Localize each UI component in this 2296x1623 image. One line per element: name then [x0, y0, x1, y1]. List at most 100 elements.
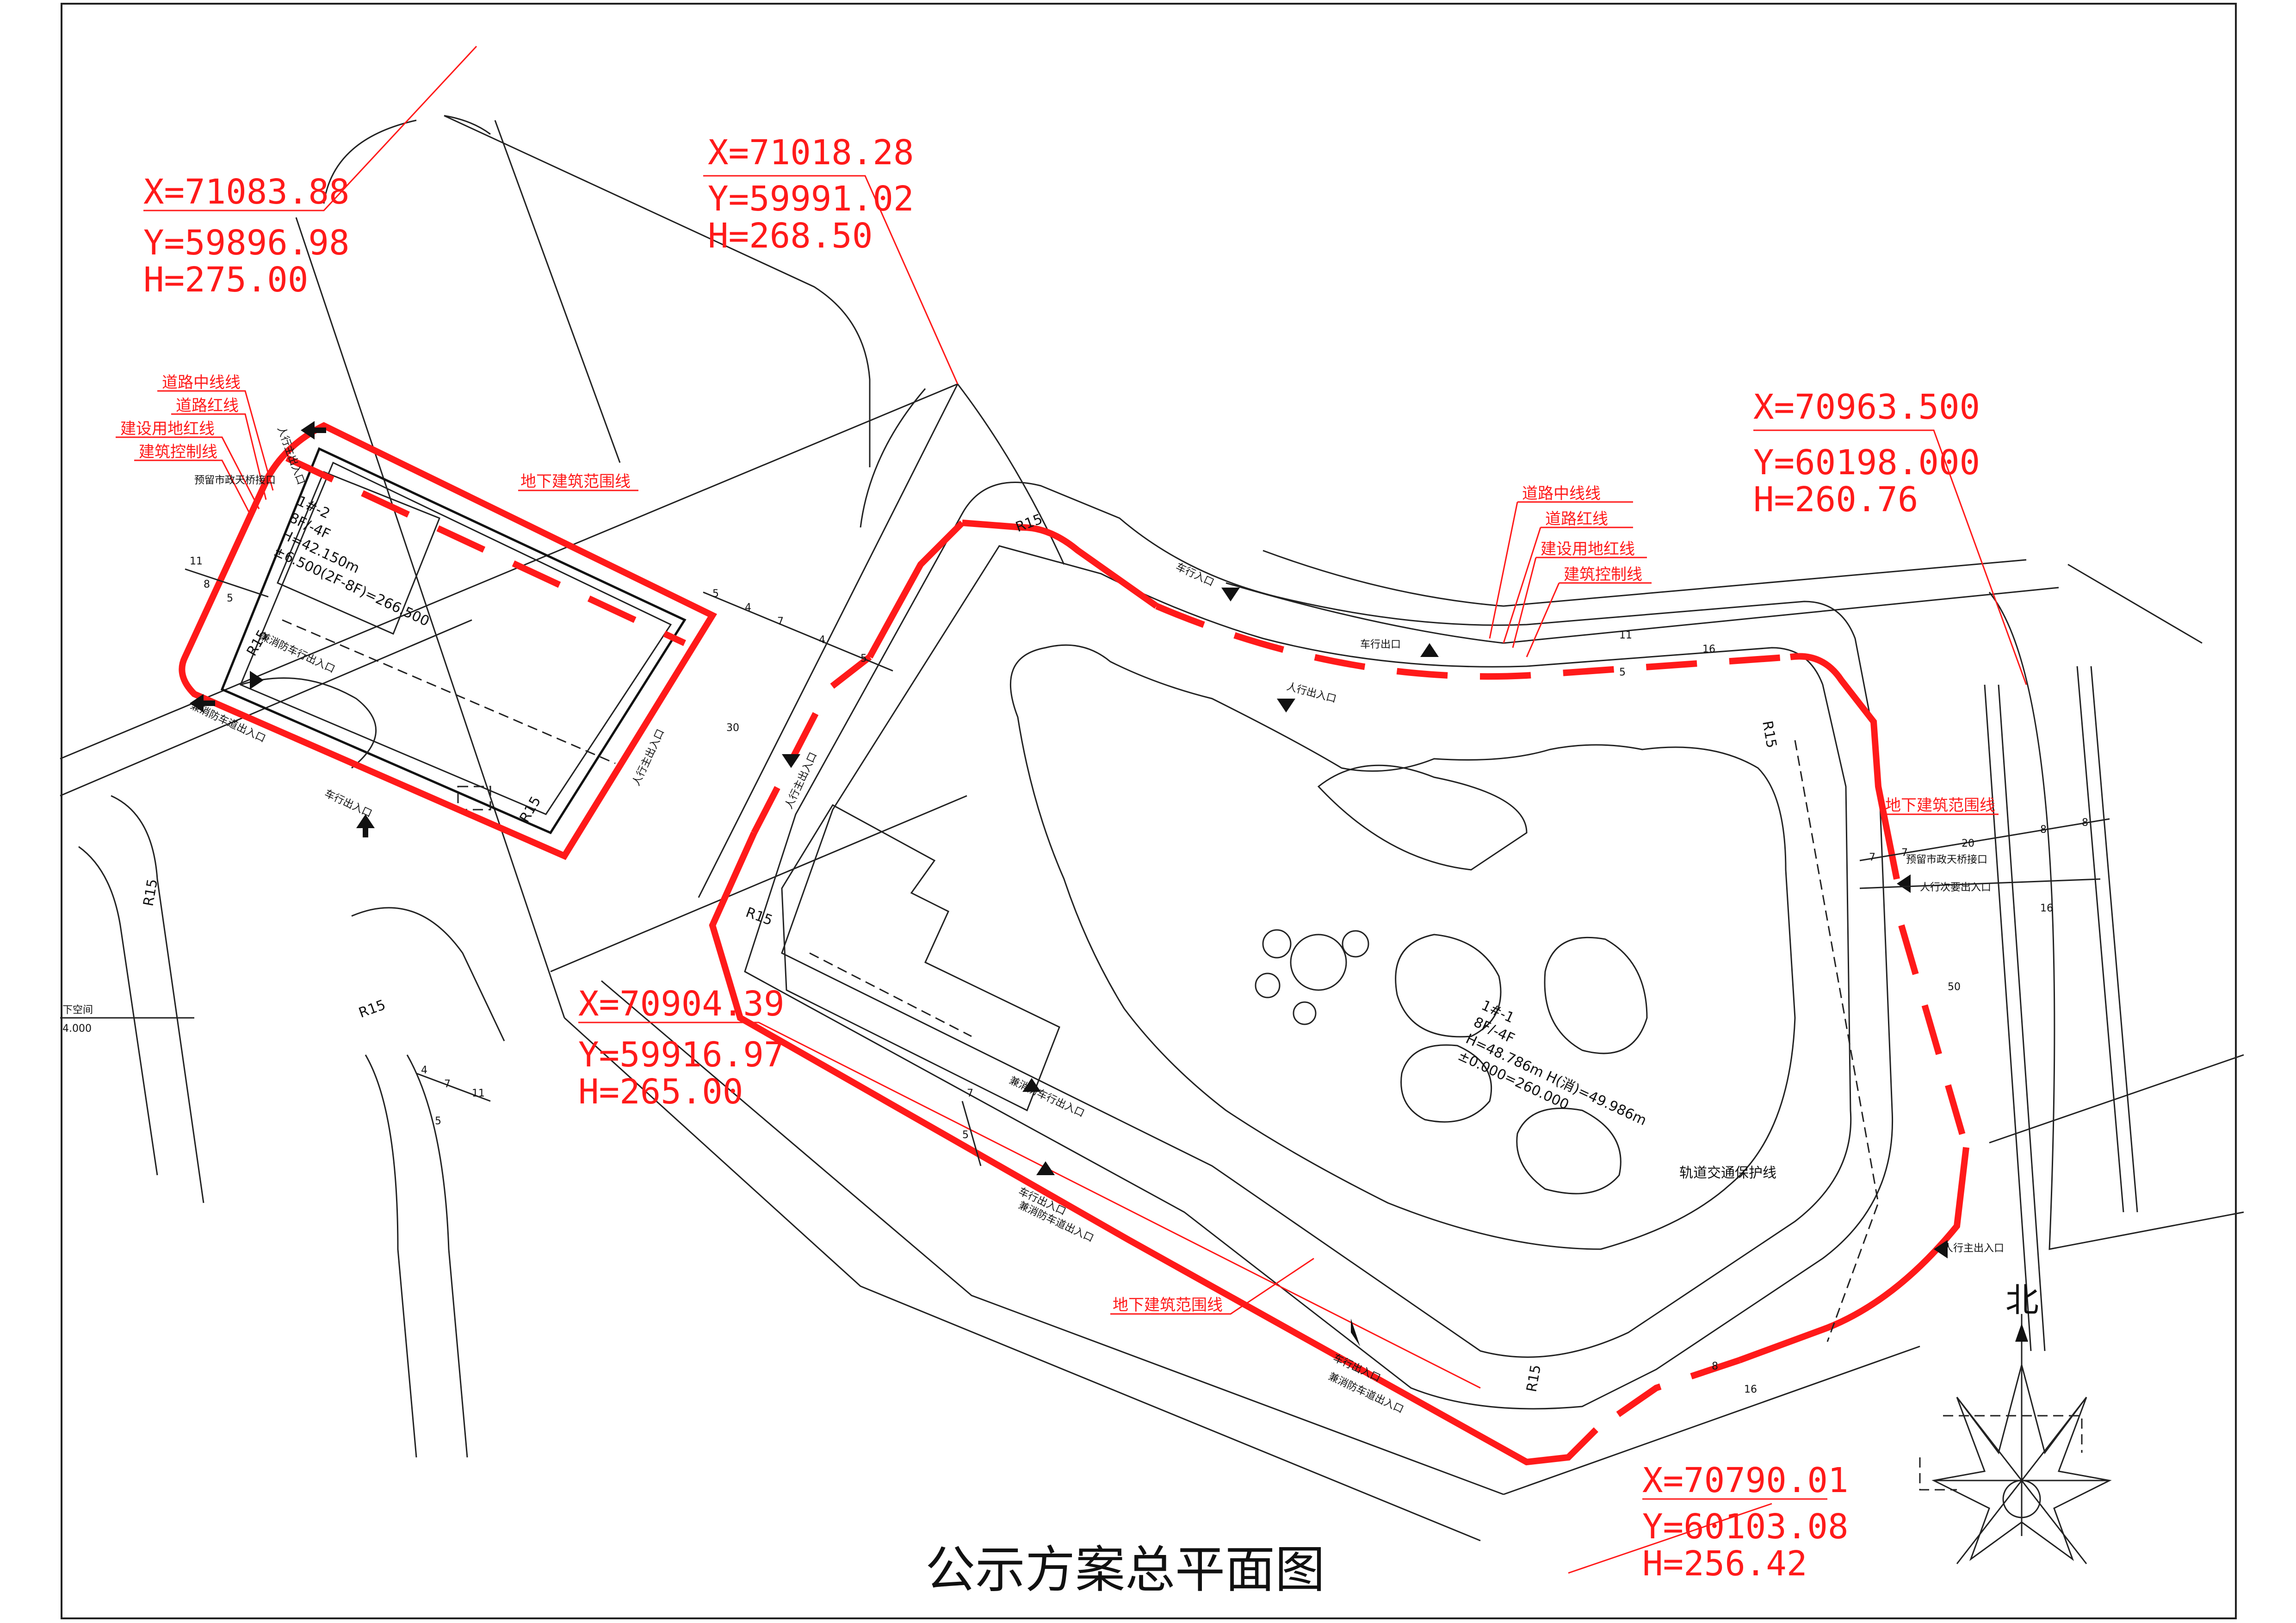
skybridge-label: 预留市政天桥接口	[194, 475, 276, 486]
plot-1-1	[709, 482, 1969, 1466]
arrow-icon	[190, 694, 215, 712]
coord-y-label: Y=59916.97	[578, 1035, 785, 1075]
dim-label: 7	[1869, 852, 1875, 863]
dim-label: 11	[190, 556, 203, 567]
entrance-label: 车行入口	[1174, 561, 1215, 589]
underground-range-label-2: 地下建筑范围线	[1885, 796, 1995, 815]
dim-label: 8	[1712, 1361, 1718, 1372]
coord-3: X=70963.500 Y=60198.000 H=260.76	[1753, 387, 1980, 520]
coord-x-label: X=70790.01	[1642, 1461, 1849, 1500]
north-arrow-icon	[2015, 1323, 2028, 1342]
dim-label: 8	[2040, 824, 2047, 836]
dim-label: 7	[777, 616, 784, 627]
dim-label: 5	[227, 593, 233, 604]
arrow-icon	[782, 754, 800, 768]
legend-road-centerline: 道路中线线	[1522, 484, 1601, 503]
radius-label: R15	[1523, 1363, 1544, 1393]
dim-label: 20	[1962, 838, 1974, 849]
drawing-title: 公示方案总平面图	[925, 1541, 1325, 1599]
coord-h-label: H=260.76	[1753, 480, 1918, 520]
underground-range-label-1: 地下建筑范围线	[520, 472, 631, 491]
arrow-icon	[1351, 1319, 1360, 1346]
legend-land-redline: 建设用地红线	[120, 420, 215, 438]
dim-label: 8	[2082, 817, 2088, 829]
building-elevation: ±6.500(2F-8F)=266.500	[271, 543, 432, 630]
arrow-icon	[356, 814, 375, 837]
legend-road-centerline: 道路中线线	[162, 373, 241, 392]
dim-label: 16	[1744, 1384, 1757, 1395]
drawing-frame	[61, 3, 2237, 1619]
underground-range-label-3: 地下建筑范围线	[1113, 1296, 1223, 1314]
coord-x-label: X=70963.500	[1753, 387, 1980, 427]
dim-label: 11	[1619, 630, 1632, 641]
dim-label: 16	[1702, 644, 1715, 655]
radius-label: R15	[743, 904, 774, 929]
arrow-icon	[1277, 699, 1295, 712]
dim-label: 8	[204, 579, 210, 590]
arrow-icon	[1420, 643, 1439, 657]
dim-label: 50	[1948, 981, 1961, 993]
coord-h-label: H=268.50	[708, 216, 873, 256]
coord-h-label: H=275.00	[143, 260, 308, 300]
dim-label: 11	[472, 1088, 485, 1099]
coord-y-label: Y=59991.02	[708, 179, 914, 219]
dim-label: 4	[745, 602, 751, 613]
coord-x-label: X=71083.88	[143, 172, 350, 212]
leader-lines	[143, 45, 2027, 1574]
north-compass: 北	[1919, 1281, 2112, 1564]
coord-y-label: Y=59896.98	[143, 223, 350, 263]
radius-labels: R15 R15 R15 R15 R15 R15 R15 R15	[140, 511, 1779, 1393]
entrance-label: 车行出入口	[322, 788, 373, 820]
coord-h-label: H=256.42	[1642, 1544, 1807, 1584]
north-label: 北	[2005, 1281, 2039, 1319]
coord-2: X=71018.28 Y=59991.02 H=268.50	[708, 133, 914, 256]
dim-label: 5	[435, 1115, 441, 1127]
dim-label: 7	[967, 1088, 973, 1099]
legend-road-redline: 道路红线	[1545, 510, 1608, 528]
road-network	[60, 115, 2244, 1542]
radius-label: R15	[357, 997, 388, 1021]
edge-text: 4.000	[62, 1023, 92, 1035]
dim-label: 5	[962, 1129, 969, 1141]
dim-label: 7	[1901, 847, 1908, 859]
skybridge-label: 预留市政天桥接口	[1906, 854, 1987, 866]
building-1-1-label: 1#-1 8F/-4F H=48.786m H(消)=49.986m ±0.00…	[1455, 997, 1649, 1129]
entrance-arrows	[190, 421, 1948, 1346]
dim-label: 4	[421, 1065, 427, 1076]
dimension-labels: 5 4 7 4 5 30 11 5 16 7 7 20 8 8 16 50 11…	[185, 556, 2110, 1395]
dim-label: 4	[819, 634, 825, 646]
coord-4: X=70904.39 Y=59916.97 H=265.00	[578, 984, 785, 1112]
legend-control-line: 建筑控制线	[1564, 565, 1642, 584]
arrow-icon	[1036, 1161, 1055, 1175]
coord-x-label: X=71018.28	[708, 133, 914, 173]
arrow-icon	[301, 421, 326, 440]
coord-5: X=70790.01 Y=60103.08 H=256.42	[1642, 1461, 1849, 1584]
entrance-label: 车行出口	[1360, 639, 1401, 650]
dim-label: 16	[2040, 903, 2053, 914]
dim-label: 7	[444, 1078, 451, 1090]
edge-text: 下空间	[62, 1004, 93, 1016]
legend-left: 道路中线线 道路红线 建设用地红线 建筑控制线	[116, 373, 274, 519]
arrow-icon	[250, 671, 264, 689]
arrow-icon	[1022, 1078, 1041, 1092]
dim-label: 5	[712, 588, 719, 600]
coord-x-label: X=70904.39	[578, 984, 785, 1024]
legend-road-redline: 道路红线	[176, 396, 239, 415]
legend-right: 道路中线线 道路红线 建设用地红线 建筑控制线	[1489, 484, 1652, 657]
coord-1: X=71083.88 Y=59896.98 H=275.00	[143, 172, 350, 300]
legend-land-redline: 建设用地红线	[1541, 540, 1635, 558]
rail-protection-label: 轨道交通保护线	[1679, 1165, 1776, 1181]
coord-y-label: Y=60103.08	[1642, 1507, 1849, 1547]
dim-label: 30	[726, 722, 739, 734]
radius-label: R15	[140, 878, 161, 907]
dim-label: 5	[860, 653, 867, 664]
radius-label: R15	[1759, 719, 1780, 749]
legend-control-line: 建筑控制线	[139, 443, 217, 461]
plot-1-2	[179, 422, 718, 860]
arrow-icon	[1221, 588, 1240, 601]
entrance-labels: 人行主出入口 兼消防车行出入口 兼消防车道出入口 车行出入口 人行主出入口 人行…	[188, 425, 2004, 1416]
arrow-icon	[1897, 874, 1911, 893]
coord-y-label: Y=60198.000	[1753, 443, 1980, 483]
arrow-icon	[1934, 1240, 1948, 1258]
